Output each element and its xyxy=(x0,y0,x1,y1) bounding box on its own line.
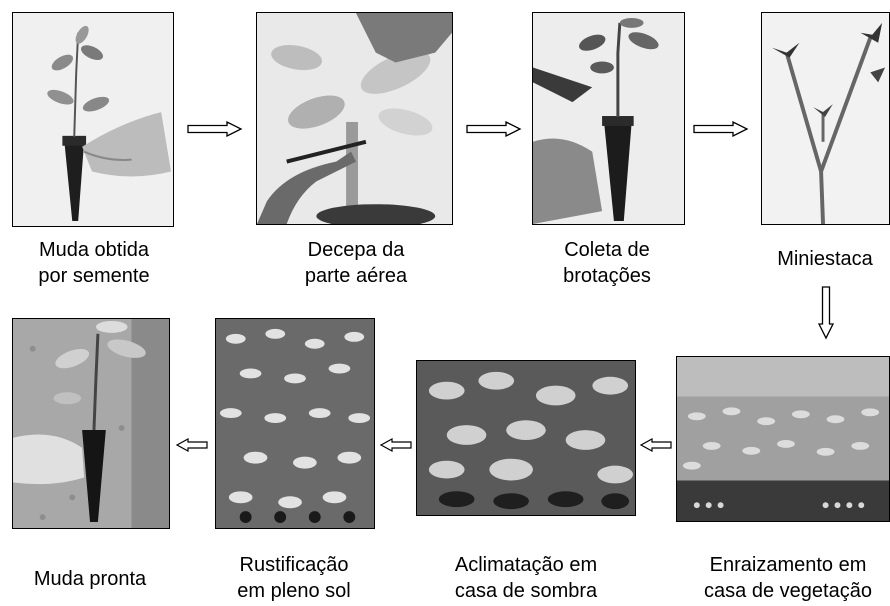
caption-ready-seedling: Muda pronta xyxy=(10,566,170,592)
photo-seedling-from-seed xyxy=(12,12,174,227)
photo-minicutting xyxy=(761,12,890,225)
caption-line: Decepa da xyxy=(307,239,405,261)
photo-cutting-aerial-part xyxy=(256,12,453,225)
caption-line: Miniestaca xyxy=(777,248,873,270)
arrow-left-icon xyxy=(176,438,208,452)
photo-ready-seedling xyxy=(12,318,170,529)
caption-line: Enraizamento em xyxy=(709,554,867,576)
caption-line: brotações xyxy=(563,265,651,287)
caption-shoot-collection: Coleta de brotações xyxy=(532,237,682,289)
caption-line: parte aérea xyxy=(304,265,408,287)
caption-acclimatization: Aclimatação em casa de sombra xyxy=(430,552,622,604)
caption-line: Rustificação xyxy=(239,554,349,576)
photo-rooting-greenhouse xyxy=(676,356,890,522)
caption-seed-seedling: Muda obtida por semente xyxy=(18,237,170,289)
caption-line: Coleta de xyxy=(564,239,650,261)
arrow-left-icon xyxy=(380,438,412,452)
caption-line: por semente xyxy=(38,265,150,287)
arrow-right-icon xyxy=(187,121,243,137)
caption-cutting-aerial: Decepa da parte aérea xyxy=(276,237,436,289)
photo-shoot-collection xyxy=(532,12,685,225)
photo-hardening-full-sun xyxy=(215,318,375,529)
caption-line: casa de sombra xyxy=(454,580,598,602)
arrow-down-icon xyxy=(818,286,834,340)
arrow-right-icon xyxy=(466,121,522,137)
caption-line: Muda pronta xyxy=(33,568,147,590)
caption-line: em pleno sol xyxy=(237,580,351,602)
caption-minicutting: Miniestaca xyxy=(760,246,890,272)
caption-line: Muda obtida xyxy=(38,239,150,261)
arrow-right-icon xyxy=(693,121,749,137)
caption-line: Aclimatação em xyxy=(454,554,598,576)
caption-hardening: Rustificação em pleno sol xyxy=(224,552,364,604)
photo-acclimatization-shade xyxy=(416,360,636,516)
caption-line: casa de vegetação xyxy=(704,580,872,602)
caption-rooting: Enraizamento em casa de vegetação xyxy=(686,552,890,604)
arrow-left-icon xyxy=(640,438,672,452)
